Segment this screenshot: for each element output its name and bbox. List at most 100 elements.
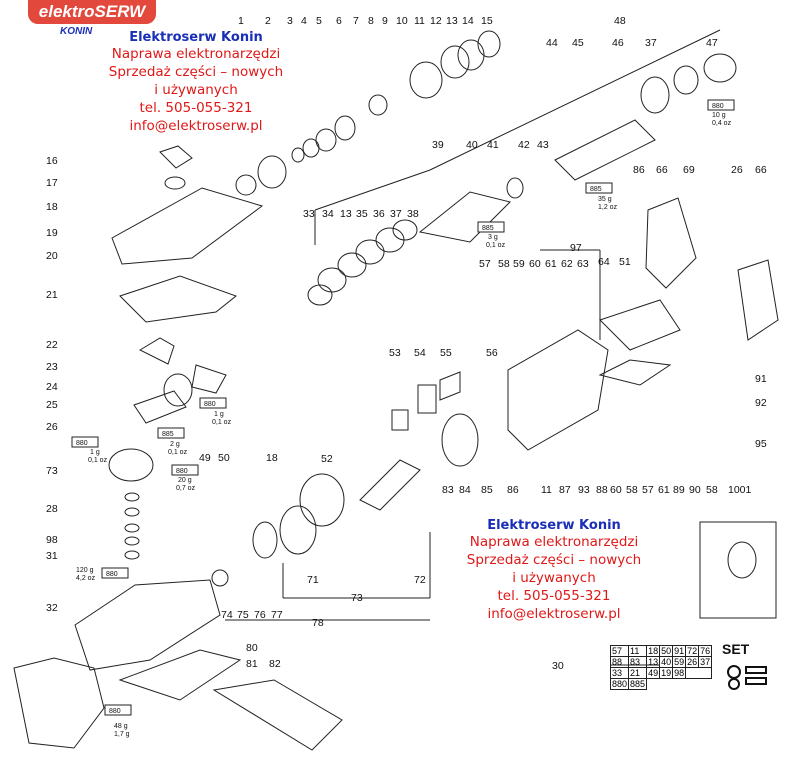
part-label: 57 bbox=[479, 258, 491, 270]
part-55-shape bbox=[439, 371, 461, 401]
part-label: 14 bbox=[462, 15, 474, 27]
part-label: 19 bbox=[46, 227, 58, 239]
part-35-shape bbox=[355, 239, 385, 265]
part-label: 91 bbox=[755, 373, 767, 385]
grease-code-4: 880 bbox=[76, 440, 88, 447]
part-1001-shape bbox=[727, 541, 757, 579]
part-label: 17 bbox=[46, 177, 58, 189]
part-armature-shape bbox=[359, 459, 421, 511]
part-1001-inset bbox=[699, 521, 777, 619]
promo-line: Naprawa elektronarzędzi bbox=[469, 534, 639, 550]
grease-oz-8: 4,2 oz bbox=[76, 575, 96, 582]
grease-code-6: 880 bbox=[204, 401, 216, 408]
part-73-shape bbox=[108, 448, 154, 482]
part-36-shape bbox=[375, 227, 405, 253]
table-cell: 83 bbox=[628, 656, 648, 668]
table-cell: 88 bbox=[609, 656, 630, 668]
logo-sub: KONIN bbox=[60, 26, 93, 37]
part-label: 4 bbox=[301, 15, 307, 27]
part-label: 83 bbox=[442, 484, 454, 496]
part-82-shape bbox=[212, 679, 343, 751]
promo-block-top: Elektroserw Konin Naprawa elektronarzędz… bbox=[80, 30, 312, 135]
part-label: 88 bbox=[596, 484, 608, 496]
grease-code-1: 880 bbox=[712, 103, 724, 110]
part-21-shape bbox=[119, 275, 238, 323]
part-34-shape bbox=[317, 267, 347, 293]
grease-oz-1: 0,4 oz bbox=[712, 120, 732, 127]
grease-amount-3: 3 g bbox=[488, 234, 498, 241]
grease-amount-7: 20 g bbox=[178, 477, 192, 484]
grease-code-5: 885 bbox=[162, 431, 174, 438]
part-label: 7 bbox=[353, 15, 359, 27]
part-label: 25 bbox=[46, 399, 58, 411]
part-32-shape bbox=[13, 657, 105, 749]
promo-line: i używanych bbox=[154, 82, 238, 98]
part-label: 97 bbox=[570, 242, 582, 254]
grease-code-3: 885 bbox=[482, 225, 494, 232]
part-label: 44 bbox=[546, 37, 558, 49]
part-98-shape bbox=[124, 536, 140, 546]
part-12-shape bbox=[409, 61, 443, 99]
part-label: 74 bbox=[221, 609, 233, 621]
table-cell: 13 bbox=[646, 656, 661, 668]
part-46-shape bbox=[554, 119, 656, 181]
grease-amount-6: 1 g bbox=[214, 411, 224, 418]
part-label: 6 bbox=[336, 15, 342, 27]
part-label: 90 bbox=[689, 484, 701, 496]
part-label: 11 bbox=[414, 15, 425, 27]
grease-tube-5 bbox=[157, 427, 185, 439]
grease-code-2: 885 bbox=[590, 186, 602, 193]
part-label: 72 bbox=[414, 574, 426, 586]
part-28c-shape bbox=[124, 523, 140, 533]
table-cell: 59 bbox=[672, 656, 687, 668]
part-label: 52 bbox=[321, 453, 333, 465]
part-53-shape bbox=[391, 409, 409, 431]
promo-block-bottom: Elektroserw Konin Naprawa elektronarzędz… bbox=[438, 518, 670, 623]
part-label: 66 bbox=[755, 164, 767, 176]
grease-oz-7: 0,7 oz bbox=[176, 485, 196, 492]
part-label: 76 bbox=[254, 609, 266, 621]
part-label: 42 bbox=[518, 139, 530, 151]
promo-email: info@elektroserw.pl bbox=[487, 606, 621, 622]
part-label: 87 bbox=[559, 484, 571, 496]
part-label: 26 bbox=[46, 421, 58, 433]
part-22-shape bbox=[138, 337, 175, 365]
table-cell-empty bbox=[647, 679, 712, 690]
part-label: 12 bbox=[430, 15, 442, 27]
grease-tube-4 bbox=[71, 436, 99, 448]
part-motor-housing-shape bbox=[507, 329, 609, 451]
part-label: 47 bbox=[706, 37, 718, 49]
part-20-shape bbox=[111, 187, 264, 265]
part-label: 8 bbox=[368, 15, 374, 27]
part-label: 15 bbox=[481, 15, 493, 27]
part-label: 10 bbox=[396, 15, 408, 27]
part-label: 41 bbox=[487, 139, 499, 151]
part-37b-shape bbox=[392, 219, 418, 241]
part-label: 60 bbox=[610, 484, 622, 496]
part-label: 9 bbox=[382, 15, 388, 27]
part-74-shape bbox=[211, 569, 229, 587]
part-label: 24 bbox=[46, 381, 58, 393]
part-label: 33 bbox=[303, 208, 315, 220]
part-label: 93 bbox=[578, 484, 590, 496]
part-label: 78 bbox=[312, 617, 324, 629]
part-54-shape bbox=[417, 384, 437, 414]
part-label: 53 bbox=[389, 347, 401, 359]
table-row: 33 21 49 19 98 bbox=[609, 667, 713, 679]
part-77-shape bbox=[252, 521, 278, 559]
part-label: 59 bbox=[513, 258, 525, 270]
table-cell: 76 bbox=[698, 645, 713, 657]
part-label: 5 bbox=[316, 15, 322, 27]
promo-line: i używanych bbox=[512, 570, 596, 586]
part-17-shape bbox=[164, 176, 186, 190]
part-28a-shape bbox=[124, 492, 140, 502]
part-label: 49 bbox=[199, 452, 211, 464]
part-label: 21 bbox=[46, 289, 58, 301]
part-label: 71 bbox=[307, 574, 319, 586]
grease-tube-1 bbox=[707, 99, 735, 111]
part-label: 39 bbox=[432, 139, 444, 151]
part-label: 75 bbox=[237, 609, 249, 621]
logo-brand: elektroSERW bbox=[28, 0, 156, 24]
part-label: 38 bbox=[407, 208, 419, 220]
